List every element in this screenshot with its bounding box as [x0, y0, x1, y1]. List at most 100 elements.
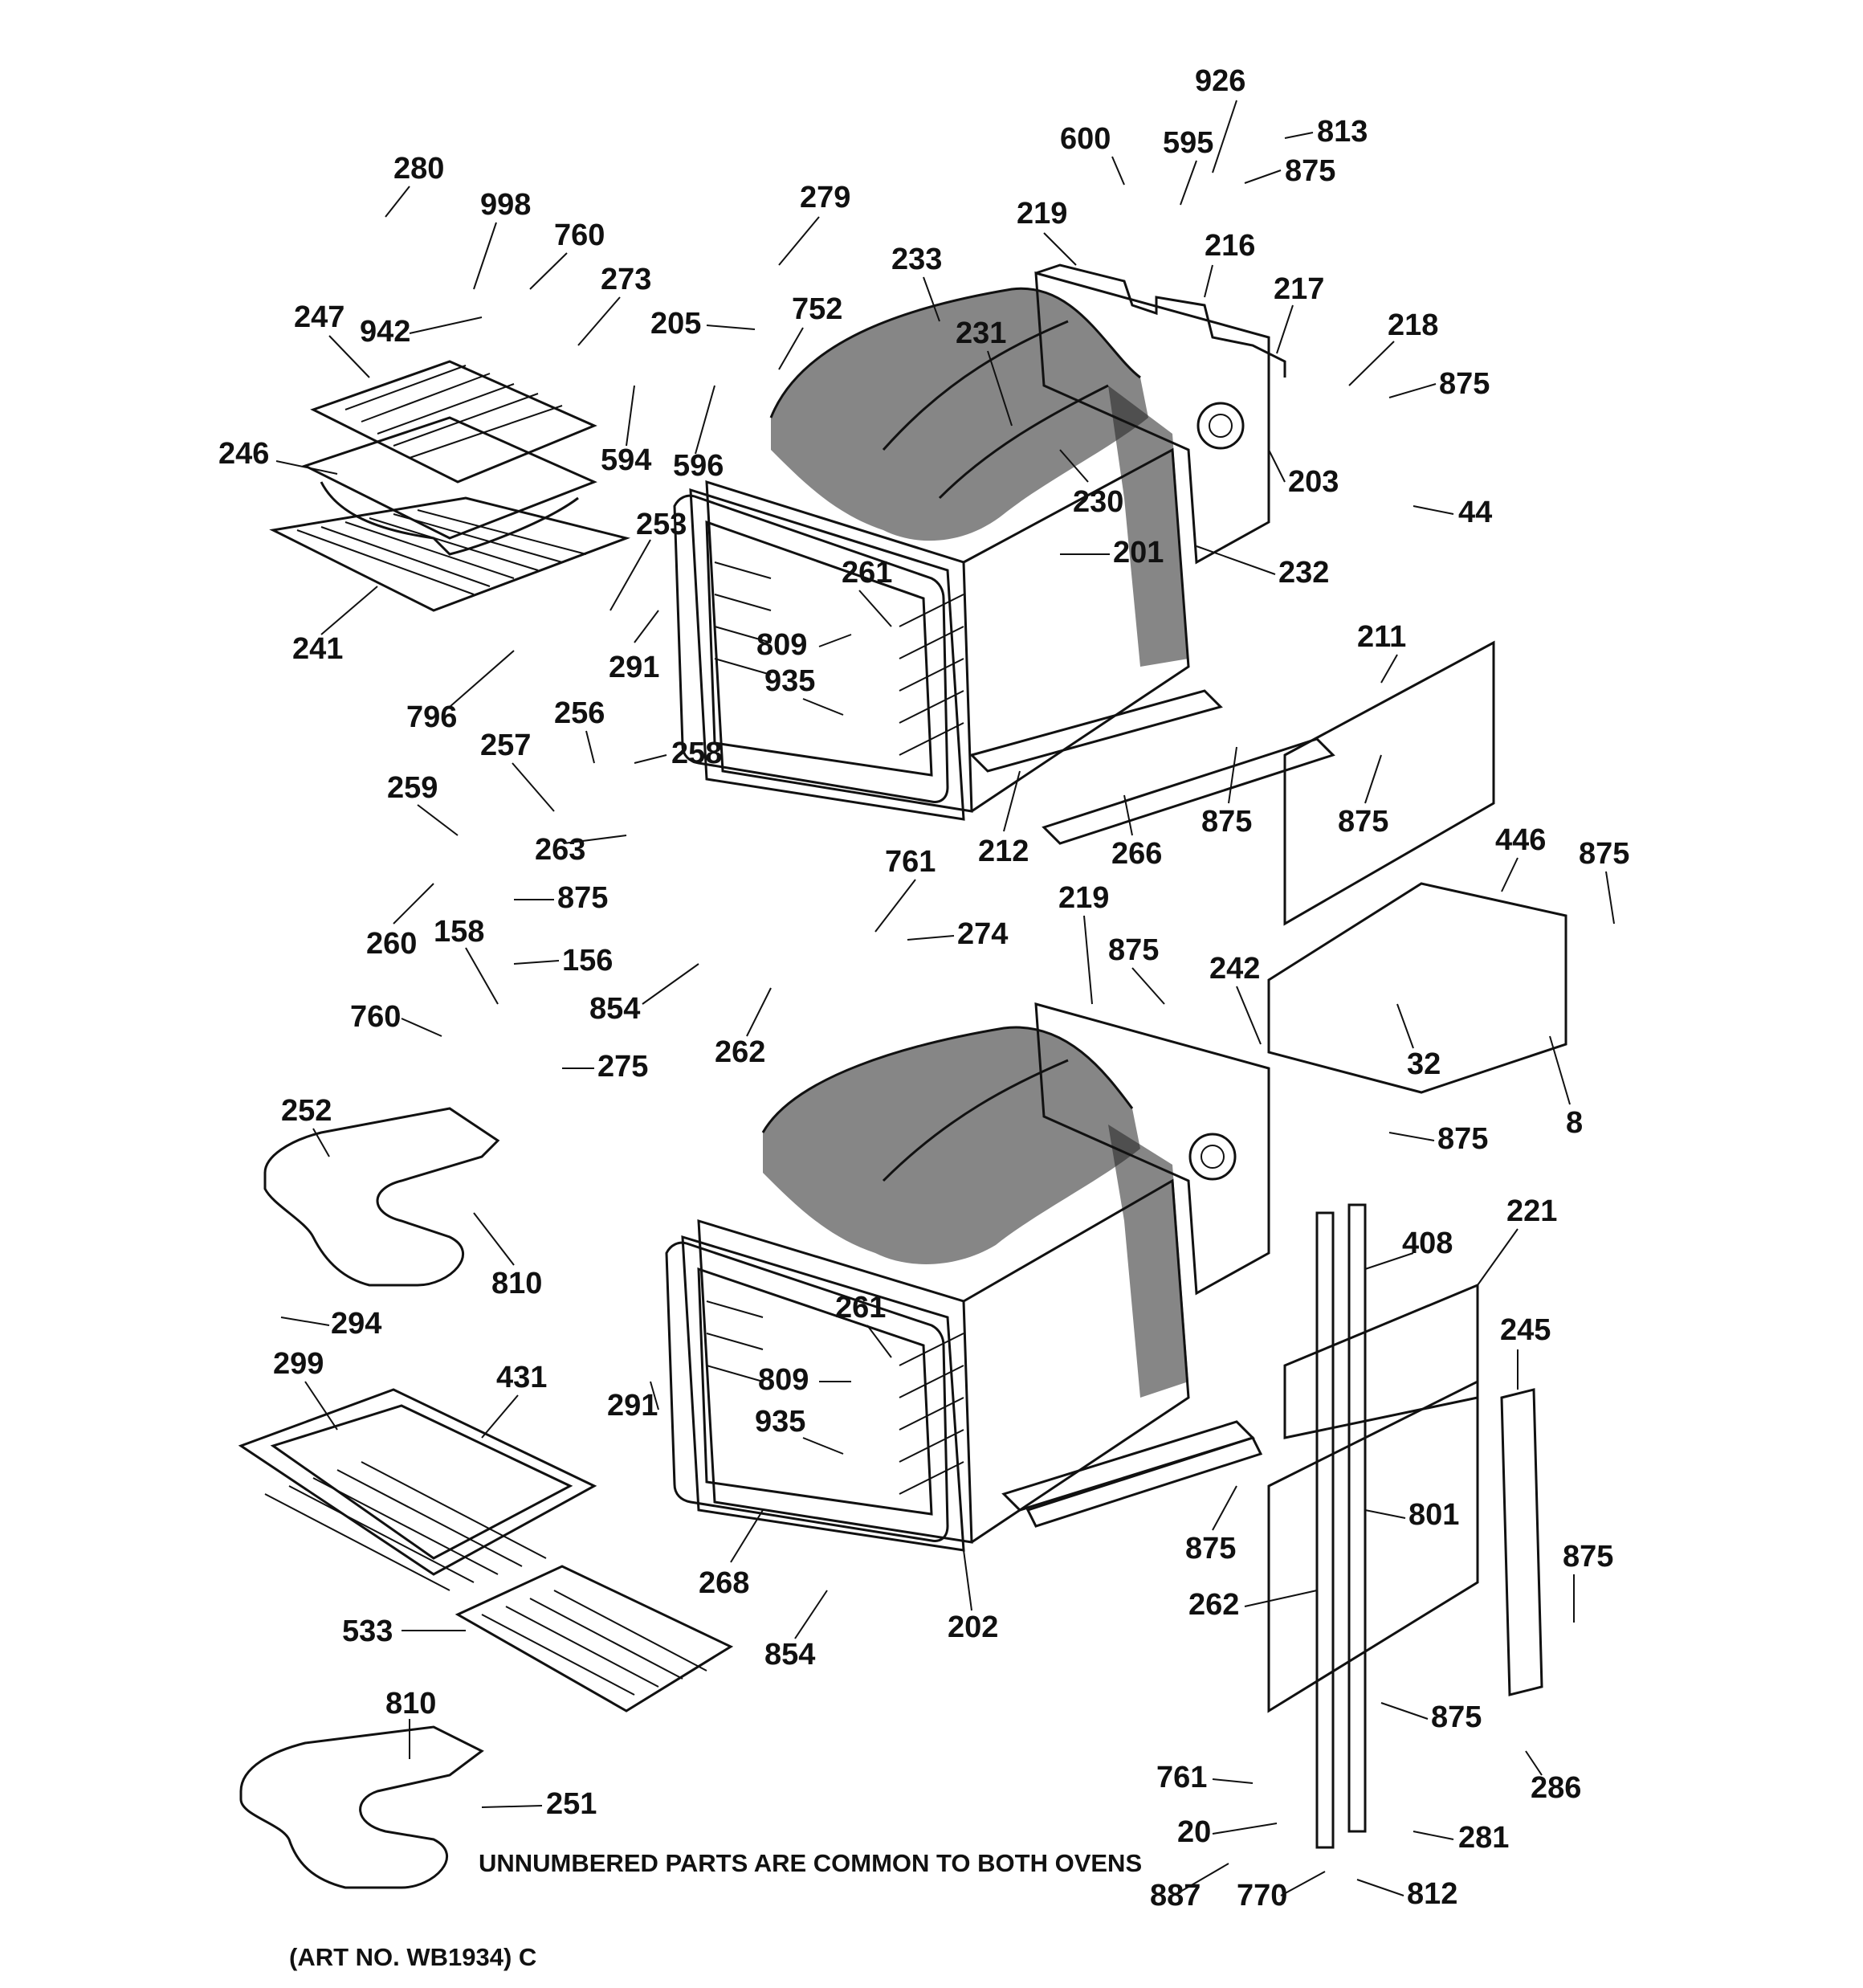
label-796: 796: [406, 700, 457, 734]
label-812: 812: [1407, 1877, 1457, 1911]
label-752: 752: [792, 292, 842, 326]
cooking-elements: [239, 1107, 500, 1889]
label-266: 266: [1111, 837, 1162, 871]
label-268: 268: [699, 1566, 749, 1600]
label-875-j: 875: [1563, 1540, 1613, 1574]
label-810-b: 810: [385, 1687, 436, 1721]
label-875-g: 875: [1108, 933, 1159, 967]
racks-lower: [238, 1388, 734, 1712]
label-231: 231: [956, 316, 1006, 350]
label-241: 241: [292, 632, 343, 666]
label-809-b: 809: [758, 1363, 809, 1397]
label-261-b: 261: [835, 1291, 886, 1325]
label-281: 281: [1458, 1821, 1509, 1855]
label-233: 233: [891, 243, 942, 276]
label-245: 245: [1500, 1313, 1551, 1347]
label-926: 926: [1195, 64, 1245, 98]
label-263: 263: [535, 833, 585, 867]
right-side-panels: [1025, 640, 1567, 1849]
label-596: 596: [673, 449, 724, 483]
label-246: 246: [218, 437, 269, 471]
footnote-common-parts: UNNUMBERED PARTS ARE COMMON TO BOTH OVEN…: [479, 1849, 1142, 1877]
label-275: 275: [597, 1050, 648, 1084]
label-201: 201: [1113, 536, 1164, 569]
label-600: 600: [1060, 122, 1111, 156]
label-203: 203: [1288, 465, 1339, 499]
label-258: 258: [671, 737, 722, 770]
label-408: 408: [1402, 1227, 1453, 1260]
upper-oven-cavity: [673, 263, 1286, 821]
label-221: 221: [1506, 1194, 1557, 1228]
label-273: 273: [601, 263, 651, 296]
label-942: 942: [360, 315, 410, 349]
label-431: 431: [496, 1361, 547, 1394]
label-211: 211: [1357, 620, 1406, 654]
label-218: 218: [1388, 308, 1438, 342]
label-998: 998: [480, 188, 531, 222]
label-446: 446: [1495, 823, 1546, 857]
label-875-f: 875: [557, 881, 608, 915]
label-252: 252: [281, 1094, 332, 1128]
label-875-c: 875: [1201, 805, 1252, 839]
label-770: 770: [1237, 1879, 1287, 1912]
label-247: 247: [294, 300, 344, 334]
label-261-a: 261: [842, 556, 892, 590]
label-205: 205: [650, 307, 701, 341]
label-760-b: 760: [350, 1000, 401, 1034]
label-875-d: 875: [1338, 805, 1388, 839]
label-8: 8: [1566, 1106, 1583, 1140]
art-number: (ART NO. WB1934) C: [289, 1943, 536, 1971]
label-801: 801: [1408, 1498, 1459, 1532]
label-299: 299: [273, 1347, 324, 1381]
label-875-h: 875: [1437, 1122, 1488, 1156]
label-854-a: 854: [589, 992, 640, 1026]
label-594: 594: [601, 443, 651, 477]
label-280: 280: [393, 152, 444, 186]
label-253: 253: [636, 508, 687, 541]
label-875-a: 875: [1285, 154, 1335, 188]
label-262-a: 262: [715, 1035, 765, 1069]
label-761-a: 761: [885, 845, 936, 879]
label-875-b: 875: [1439, 367, 1490, 401]
label-232: 232: [1278, 556, 1329, 590]
label-935-a: 935: [764, 664, 815, 698]
label-262-b: 262: [1188, 1588, 1239, 1622]
label-875-i: 875: [1185, 1532, 1236, 1565]
label-875-k: 875: [1431, 1700, 1482, 1734]
label-230: 230: [1073, 485, 1123, 519]
label-217: 217: [1274, 272, 1324, 306]
label-291-a: 291: [609, 651, 659, 684]
label-212: 212: [978, 835, 1029, 868]
label-274: 274: [957, 917, 1008, 951]
label-260: 260: [366, 927, 417, 961]
label-257: 257: [480, 729, 531, 762]
label-219-a: 219: [1017, 197, 1067, 231]
broiler-pan-and-racks: [269, 360, 631, 612]
label-809-a: 809: [756, 628, 807, 662]
label-813: 813: [1317, 115, 1368, 149]
label-875-e: 875: [1579, 837, 1629, 871]
label-202: 202: [948, 1610, 998, 1644]
label-279: 279: [800, 181, 850, 214]
label-810-a: 810: [491, 1267, 542, 1300]
label-256: 256: [554, 696, 605, 730]
label-595: 595: [1163, 126, 1213, 160]
label-761-b: 761: [1156, 1761, 1207, 1794]
label-158: 158: [434, 915, 484, 949]
callout-labels: 926 600 595 813 875 280 998 760 279 219 …: [218, 64, 1629, 1912]
label-32: 32: [1407, 1047, 1441, 1081]
label-533: 533: [342, 1614, 393, 1648]
label-219-b: 219: [1058, 881, 1109, 915]
label-854-b: 854: [764, 1638, 815, 1672]
leader-lines: [275, 100, 1615, 1896]
label-242: 242: [1209, 952, 1260, 986]
label-286: 286: [1531, 1771, 1581, 1805]
label-294: 294: [331, 1307, 381, 1341]
label-44: 44: [1458, 496, 1492, 529]
lower-oven-cavity: [665, 1002, 1270, 1552]
label-760-a: 760: [554, 218, 605, 252]
label-216: 216: [1205, 229, 1255, 263]
label-156: 156: [562, 944, 613, 978]
label-251: 251: [546, 1787, 597, 1821]
